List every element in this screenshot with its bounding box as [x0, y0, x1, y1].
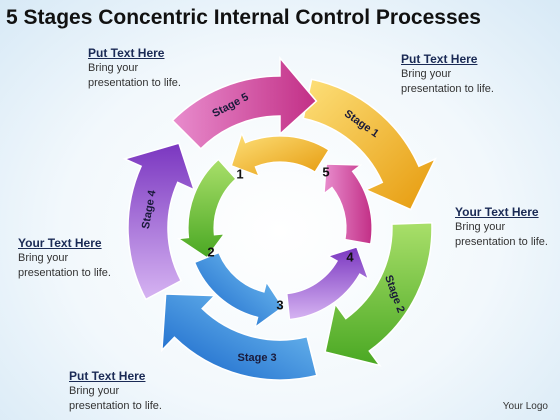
callout-heading: Your Text Here — [455, 205, 539, 219]
callout-body: Bring your presentation to life. — [69, 385, 162, 412]
logo-text: Your Logo — [502, 401, 548, 412]
inner-ring — [176, 131, 373, 329]
inner-number-labels: 1 2 3 4 5 — [207, 164, 354, 312]
page-title: 5 Stages Concentric Internal Control Pro… — [6, 6, 481, 29]
inner-arrow-4 — [286, 246, 370, 321]
callout-top-right: Put Text Here Bring your presentation to… — [401, 52, 494, 97]
outer-arrow-stage-3 — [161, 293, 318, 381]
callout-heading: Put Text Here — [401, 52, 478, 66]
callout-heading: Put Text Here — [88, 46, 165, 60]
callout-body: Bring your presentation to life. — [18, 252, 111, 279]
inner-arrow-5 — [323, 163, 373, 245]
callout-body: Bring your presentation to life. — [455, 221, 548, 248]
inner-number-1: 1 — [236, 166, 243, 181]
outer-arrow-stage-5 — [171, 55, 318, 150]
inner-number-5: 5 — [322, 164, 329, 179]
inner-arrow-3 — [193, 251, 284, 329]
outer-arrow-stage-1 — [302, 78, 437, 211]
callout-top-left: Put Text Here Bring your presentation to… — [88, 46, 181, 91]
inner-arrow-1 — [230, 131, 330, 178]
stage-label-3: Stage 3 — [238, 352, 277, 364]
outer-ring — [122, 55, 437, 381]
callout-right: Your Text Here Bring your presentation t… — [455, 205, 548, 250]
callout-body: Bring your presentation to life. — [88, 62, 181, 89]
callout-left: Your Text Here Bring your presentation t… — [18, 236, 111, 281]
inner-number-3: 3 — [276, 297, 283, 312]
outer-arrow-stage-4 — [122, 142, 196, 301]
callout-bottom-left: Put Text Here Bring your presentation to… — [69, 369, 162, 414]
callout-heading: Your Text Here — [18, 236, 102, 250]
callout-heading: Put Text Here — [69, 369, 146, 383]
callout-body: Bring your presentation to life. — [401, 68, 494, 95]
inner-number-4: 4 — [346, 249, 354, 264]
outer-arrow-stage-2 — [324, 221, 433, 367]
inner-number-2: 2 — [207, 244, 214, 259]
